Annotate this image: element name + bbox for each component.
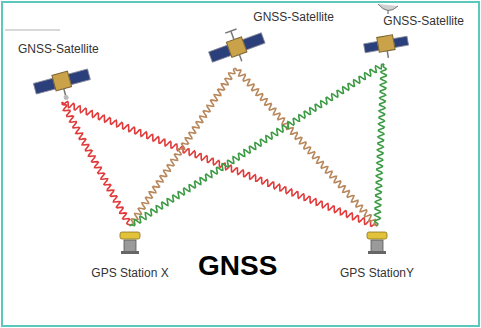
signal-wave <box>130 68 236 226</box>
satellite-icon <box>205 22 269 71</box>
satellite-node: GNSS-Satellite <box>201 10 334 68</box>
station-icon <box>367 232 387 254</box>
big-label: GNSS <box>198 250 277 282</box>
satellite-node: GNSS-Satellite <box>356 14 464 64</box>
signal-wave <box>236 68 377 226</box>
node-label: GNSS-Satellite <box>356 14 464 28</box>
signal-wave <box>62 102 130 226</box>
satellite-icon <box>363 32 410 61</box>
node-label: GNSS-Satellite <box>201 10 334 24</box>
signal-wave <box>375 64 387 226</box>
satellite-dish <box>378 4 398 14</box>
node-label: GPS StationY <box>323 266 431 280</box>
faint-rule <box>5 29 60 31</box>
station-icon <box>120 232 140 254</box>
node-label: GNSS-Satellite <box>18 42 116 56</box>
signal-wave <box>130 64 384 226</box>
satellite-icon <box>33 66 94 107</box>
station-node: GPS StationY <box>323 226 431 280</box>
signal-wave <box>62 102 377 227</box>
node-label: GPS Station X <box>76 266 184 280</box>
station-node: GPS Station X <box>76 226 184 280</box>
satellite-node: GNSS-Satellite <box>18 42 116 102</box>
